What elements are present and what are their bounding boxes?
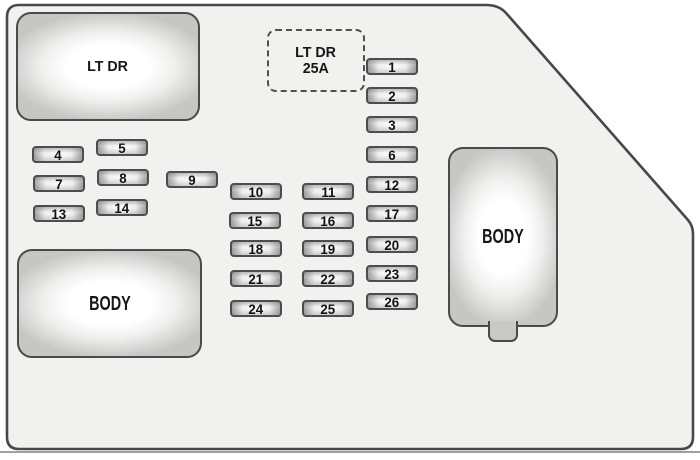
fuse-6: 6	[366, 146, 418, 163]
fuse-19: 19	[302, 240, 354, 257]
fuse-number: 8	[119, 169, 127, 186]
fuse-1: 1	[366, 58, 418, 75]
fuse-21: 21	[230, 270, 282, 287]
fuse-22: 22	[302, 270, 354, 287]
relay-lt-dr: LT DR	[16, 12, 200, 121]
fuse-15: 15	[229, 212, 281, 229]
fuse-number: 18	[248, 240, 264, 257]
fuse-number: 3	[388, 116, 396, 133]
fuse-number: 10	[248, 183, 264, 200]
fuse-11: 11	[302, 183, 354, 200]
relay-lt-dr-label: LT DR	[87, 58, 129, 75]
fuse-10: 10	[230, 183, 282, 200]
dashed-slot-label-line2: 25A	[302, 59, 330, 77]
relay-body-right-label: BODY	[482, 226, 524, 248]
relay-body-left: BODY	[17, 249, 202, 358]
fuse-9: 9	[166, 171, 218, 188]
fuse-8: 8	[97, 169, 149, 186]
fuse-20: 20	[366, 236, 418, 253]
relay-body-left-label: BODY	[88, 292, 131, 315]
fuse-23: 23	[366, 265, 418, 282]
fuse-number: 20	[384, 236, 400, 253]
fuse-number: 13	[51, 205, 67, 222]
page-divider	[0, 451, 700, 453]
fuse-number: 6	[388, 146, 396, 163]
fuse-18: 18	[230, 240, 282, 257]
fuse-2: 2	[366, 87, 418, 104]
fuse-number: 9	[188, 171, 196, 188]
fuse-number: 21	[248, 270, 264, 287]
fuse-7: 7	[33, 175, 85, 192]
fuse-number: 12	[384, 176, 400, 193]
fuse-number: 19	[320, 240, 336, 257]
fuse-number: 4	[54, 146, 62, 163]
dashed-slot-lt-dr-25a: LT DR 25A	[267, 29, 365, 92]
relay-body-right-tab	[488, 321, 518, 342]
fuse-4: 4	[32, 146, 84, 163]
fuse-number: 24	[248, 300, 264, 317]
fuse-number: 1	[388, 58, 396, 75]
fuse-number: 23	[384, 265, 400, 282]
fuse-number: 17	[384, 205, 400, 222]
fuse-number: 22	[320, 270, 336, 287]
fuse-number: 26	[384, 293, 400, 310]
fuse-17: 17	[366, 205, 418, 222]
fuse-5: 5	[96, 139, 148, 156]
fuse-3: 3	[366, 116, 418, 133]
fuse-number: 2	[388, 87, 396, 104]
fuse-number: 16	[320, 212, 336, 229]
fuse-number: 11	[320, 183, 336, 200]
fuse-25: 25	[302, 300, 354, 317]
fuse-14: 14	[96, 199, 148, 216]
fuse-number: 15	[247, 212, 263, 229]
fuse-12: 12	[366, 176, 418, 193]
fuse-16: 16	[302, 212, 354, 229]
dashed-slot-label-line1: LT DR	[295, 43, 337, 61]
fuse-26: 26	[366, 293, 418, 310]
fuse-number: 25	[320, 300, 336, 317]
fuse-13: 13	[33, 205, 85, 222]
fuse-number: 5	[118, 139, 126, 156]
relay-body-right: BODY	[448, 147, 558, 342]
fuse-24: 24	[230, 300, 282, 317]
fuse-number: 7	[55, 175, 63, 192]
fuse-number: 14	[114, 199, 130, 216]
